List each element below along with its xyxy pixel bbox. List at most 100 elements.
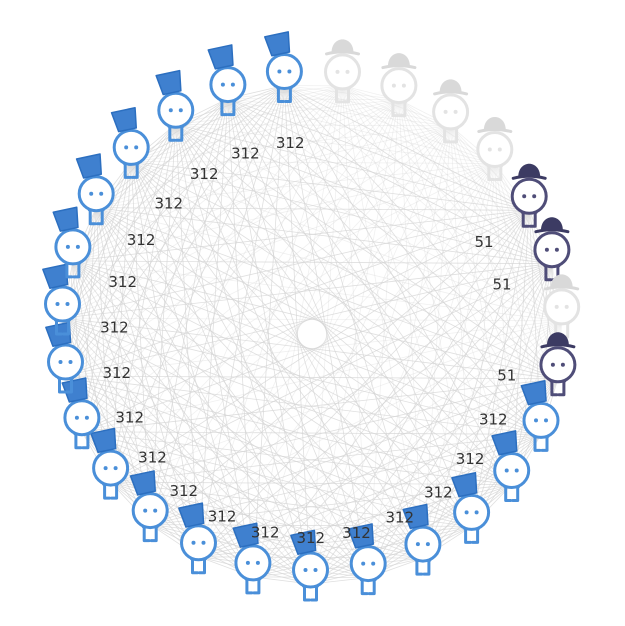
connection-line: [198, 125, 451, 558]
connection-line: [149, 124, 177, 525]
connection-line: [198, 556, 369, 578]
fez-hat-icon: [290, 529, 317, 556]
connection-line: [227, 98, 311, 585]
connection-line: [62, 98, 229, 319]
connection-line: [81, 163, 496, 433]
eye-icon: [345, 69, 350, 74]
eye-icon: [220, 82, 225, 87]
connection-line: [367, 163, 496, 578]
connection-line: [110, 124, 177, 483]
connection-line: [130, 161, 369, 578]
legs-icon: [65, 261, 81, 279]
connection-line: [175, 99, 399, 125]
head-icon: [493, 452, 531, 489]
person-figure: [533, 217, 571, 282]
connection-line: [175, 124, 199, 557]
connection-line: [65, 98, 229, 377]
connection-line: [227, 98, 451, 127]
count-label: 312: [296, 529, 325, 547]
count-label: 312: [208, 507, 237, 525]
person-figure: [129, 470, 169, 543]
connection-line: [198, 85, 285, 557]
eye-icon: [84, 415, 89, 420]
connection-line: [227, 98, 559, 380]
legs-icon: [391, 100, 407, 118]
connection-line: [62, 125, 451, 319]
connection-line: [175, 123, 542, 435]
eye-icon: [534, 418, 538, 423]
connection-line: [62, 317, 424, 559]
connection-line: [252, 99, 400, 578]
person-figure: [380, 53, 418, 118]
eye-icon: [75, 244, 80, 249]
fez-hat-icon: [207, 44, 234, 70]
connection-line: [494, 163, 513, 485]
connection-line: [284, 85, 562, 322]
eye-icon: [554, 247, 559, 252]
connection-line: [310, 526, 472, 585]
connection-line: [96, 207, 562, 322]
eye-icon: [134, 145, 139, 150]
connection-line: [342, 85, 530, 211]
connection-line: [62, 209, 530, 319]
bowler-hat-icon: [325, 39, 360, 56]
connection-line: [130, 161, 254, 578]
eye-icon: [168, 108, 173, 113]
count-label: 312: [231, 145, 260, 163]
connection-line: [65, 124, 177, 377]
eye-icon: [522, 194, 527, 199]
connection-line: [252, 557, 423, 578]
head-icon: [77, 175, 115, 213]
connection-line: [149, 263, 553, 525]
eye-icon: [560, 362, 565, 367]
legs-icon: [220, 99, 236, 117]
count-label: 312: [138, 448, 167, 466]
eye-icon: [74, 415, 79, 420]
connection-line: [81, 209, 530, 433]
person-figure: [543, 274, 581, 339]
legs-icon: [74, 432, 90, 450]
connection-line: [198, 85, 343, 557]
connection-line: [95, 207, 311, 585]
connection-line: [227, 98, 495, 164]
connection-line: [110, 85, 285, 483]
connection-line: [65, 375, 369, 578]
person-figure: [539, 332, 577, 397]
connection-line: [284, 85, 530, 211]
person-figure: [61, 377, 101, 450]
connection-line: [284, 85, 369, 578]
bowler-hat-icon: [540, 332, 576, 349]
eye-icon: [245, 560, 250, 565]
person-figure: [347, 523, 387, 596]
connection-line: [149, 209, 530, 525]
connection-line: [95, 98, 229, 209]
connection-line: [398, 99, 559, 379]
connection-line: [131, 85, 285, 162]
head-icon: [533, 231, 571, 269]
connection-line: [284, 85, 495, 164]
legs-icon: [191, 557, 206, 575]
eye-icon: [201, 540, 206, 545]
connection-line: [175, 124, 311, 585]
person-figure: [402, 503, 442, 576]
connection-line: [96, 125, 451, 209]
eye-icon: [65, 302, 70, 306]
count-label: 312: [251, 523, 280, 541]
connection-line: [149, 98, 229, 525]
eye-icon: [89, 191, 94, 196]
person-figure: [491, 430, 531, 502]
count-label: 312: [108, 273, 137, 291]
connection-line: [342, 85, 542, 435]
connection-line: [398, 99, 530, 211]
connection-line: [342, 85, 562, 322]
legs-icon: [88, 208, 104, 226]
eye-icon: [497, 147, 502, 152]
connection-line: [65, 161, 132, 377]
legs-icon: [168, 124, 184, 142]
fez-hat-icon: [129, 470, 157, 496]
connection-line: [65, 375, 542, 435]
connection-line: [284, 85, 542, 435]
legs-icon: [360, 578, 376, 596]
count-label: 312: [102, 364, 131, 382]
